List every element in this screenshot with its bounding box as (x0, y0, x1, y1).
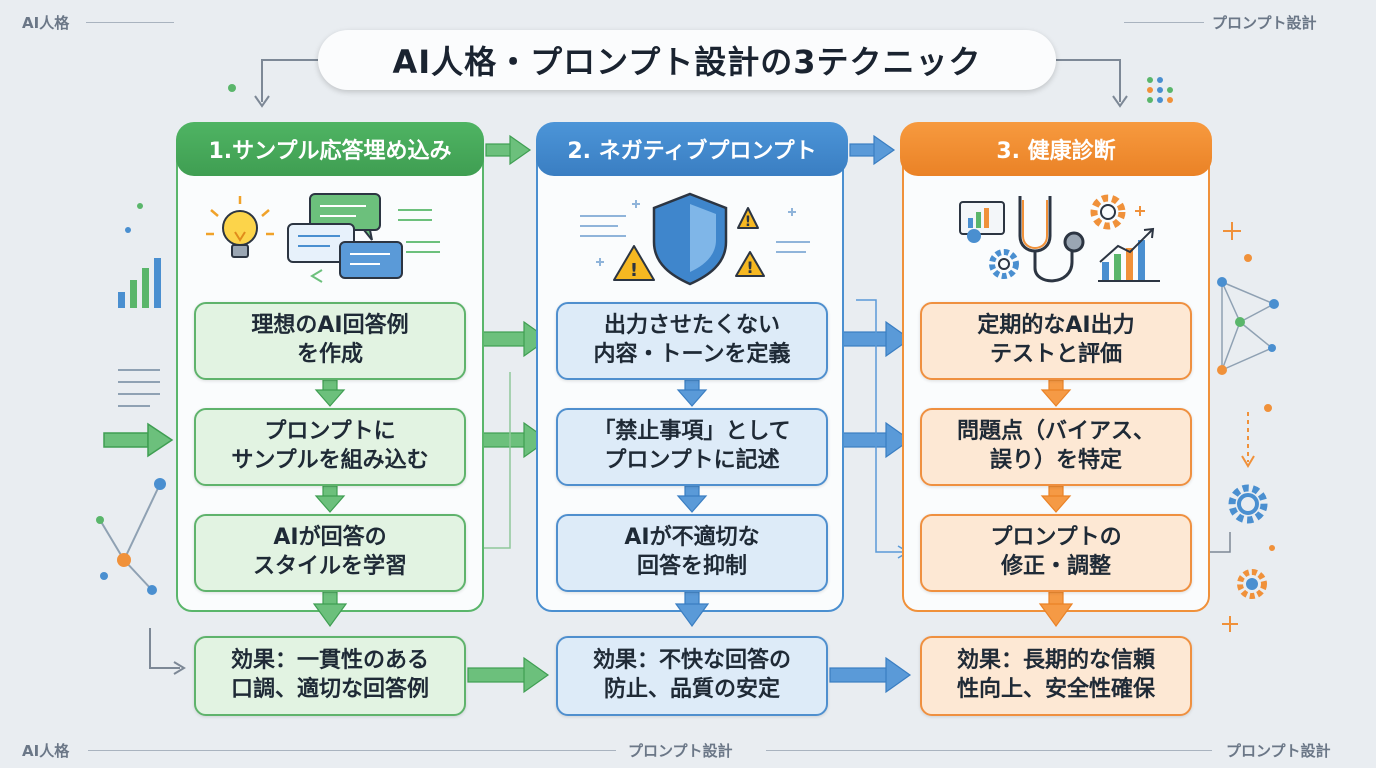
step-box: 定期的なAI出力 テストと評価 (920, 302, 1192, 380)
step-box: 出力させたくない 内容・トーンを定義 (556, 302, 828, 380)
gear-icon (1090, 194, 1126, 230)
column-header-1: 1.サンプル応答埋め込み (176, 122, 484, 176)
effect-box: 効果：一貫性のある 口調、適切な回答例 (194, 636, 466, 716)
input-arrow (103, 422, 174, 458)
page-title: AI人格・プロンプト設計の3テクニック (318, 30, 1056, 90)
corner-label-top-right: プロンプト設計 (1212, 14, 1317, 32)
svg-text:!: ! (630, 260, 638, 281)
corner-label-bottom-left: AI人格 (22, 742, 70, 760)
lightbulb-icon (206, 196, 274, 258)
column-header-2: 2. ネガティブプロンプト (536, 122, 848, 176)
svg-text:!: ! (745, 214, 751, 230)
divider-line (86, 22, 174, 23)
bar-chart-icon (118, 258, 161, 308)
step-box: 「禁止事項」として プロンプトに記述 (556, 408, 828, 486)
gear-icon (989, 249, 1019, 279)
corner-label-top-left: AI人格 (22, 14, 70, 32)
gear-icon (1237, 569, 1267, 599)
report-icon (959, 201, 1005, 243)
arrow-right (829, 656, 912, 694)
dot-grid-icon (1147, 77, 1173, 103)
arrow-right (485, 134, 532, 166)
corner-label-bottom-right: プロンプト設計 (1226, 742, 1331, 760)
step-box: 問題点（バイアス、 誤り）を特定 (920, 408, 1192, 486)
step-box: プロンプトの 修正・調整 (920, 514, 1192, 592)
corner-label-bottom-center: プロンプト設計 (628, 742, 733, 760)
arrow-right (829, 320, 912, 358)
step-box: AIが不適切な 回答を抑制 (556, 514, 828, 592)
growth-chart-icon (1098, 227, 1160, 282)
svg-text:!: ! (746, 258, 753, 277)
arrow-right (467, 656, 550, 694)
arrow-down (1038, 379, 1074, 628)
divider-line (88, 750, 616, 751)
warning-icon: ! ! ! (613, 207, 765, 281)
chat-bubbles-icon (287, 193, 440, 283)
gear-icon (1228, 484, 1268, 524)
arrow-right (829, 421, 912, 459)
divider-line (766, 750, 1212, 751)
divider-line (1124, 22, 1204, 23)
effect-box: 効果：不快な回答の 防止、品質の安定 (556, 636, 828, 716)
arrow-right (849, 134, 896, 166)
stethoscope-icon (1018, 196, 1085, 283)
effect-box: 効果：長期的な信頼 性向上、安全性確保 (920, 636, 1192, 716)
network-icon (1221, 281, 1275, 371)
step-box: プロンプトに サンプルを組み込む (194, 408, 466, 486)
step-box: 理想のAI回答例 を作成 (194, 302, 466, 380)
column-header-3: 3. 健康診断 (900, 122, 1212, 176)
shield-icon (652, 192, 728, 286)
title-connector-arrows (254, 59, 1128, 108)
step-box: AIが回答の スタイルを学習 (194, 514, 466, 592)
arrow-down (312, 379, 348, 628)
arrow-down (674, 379, 710, 628)
